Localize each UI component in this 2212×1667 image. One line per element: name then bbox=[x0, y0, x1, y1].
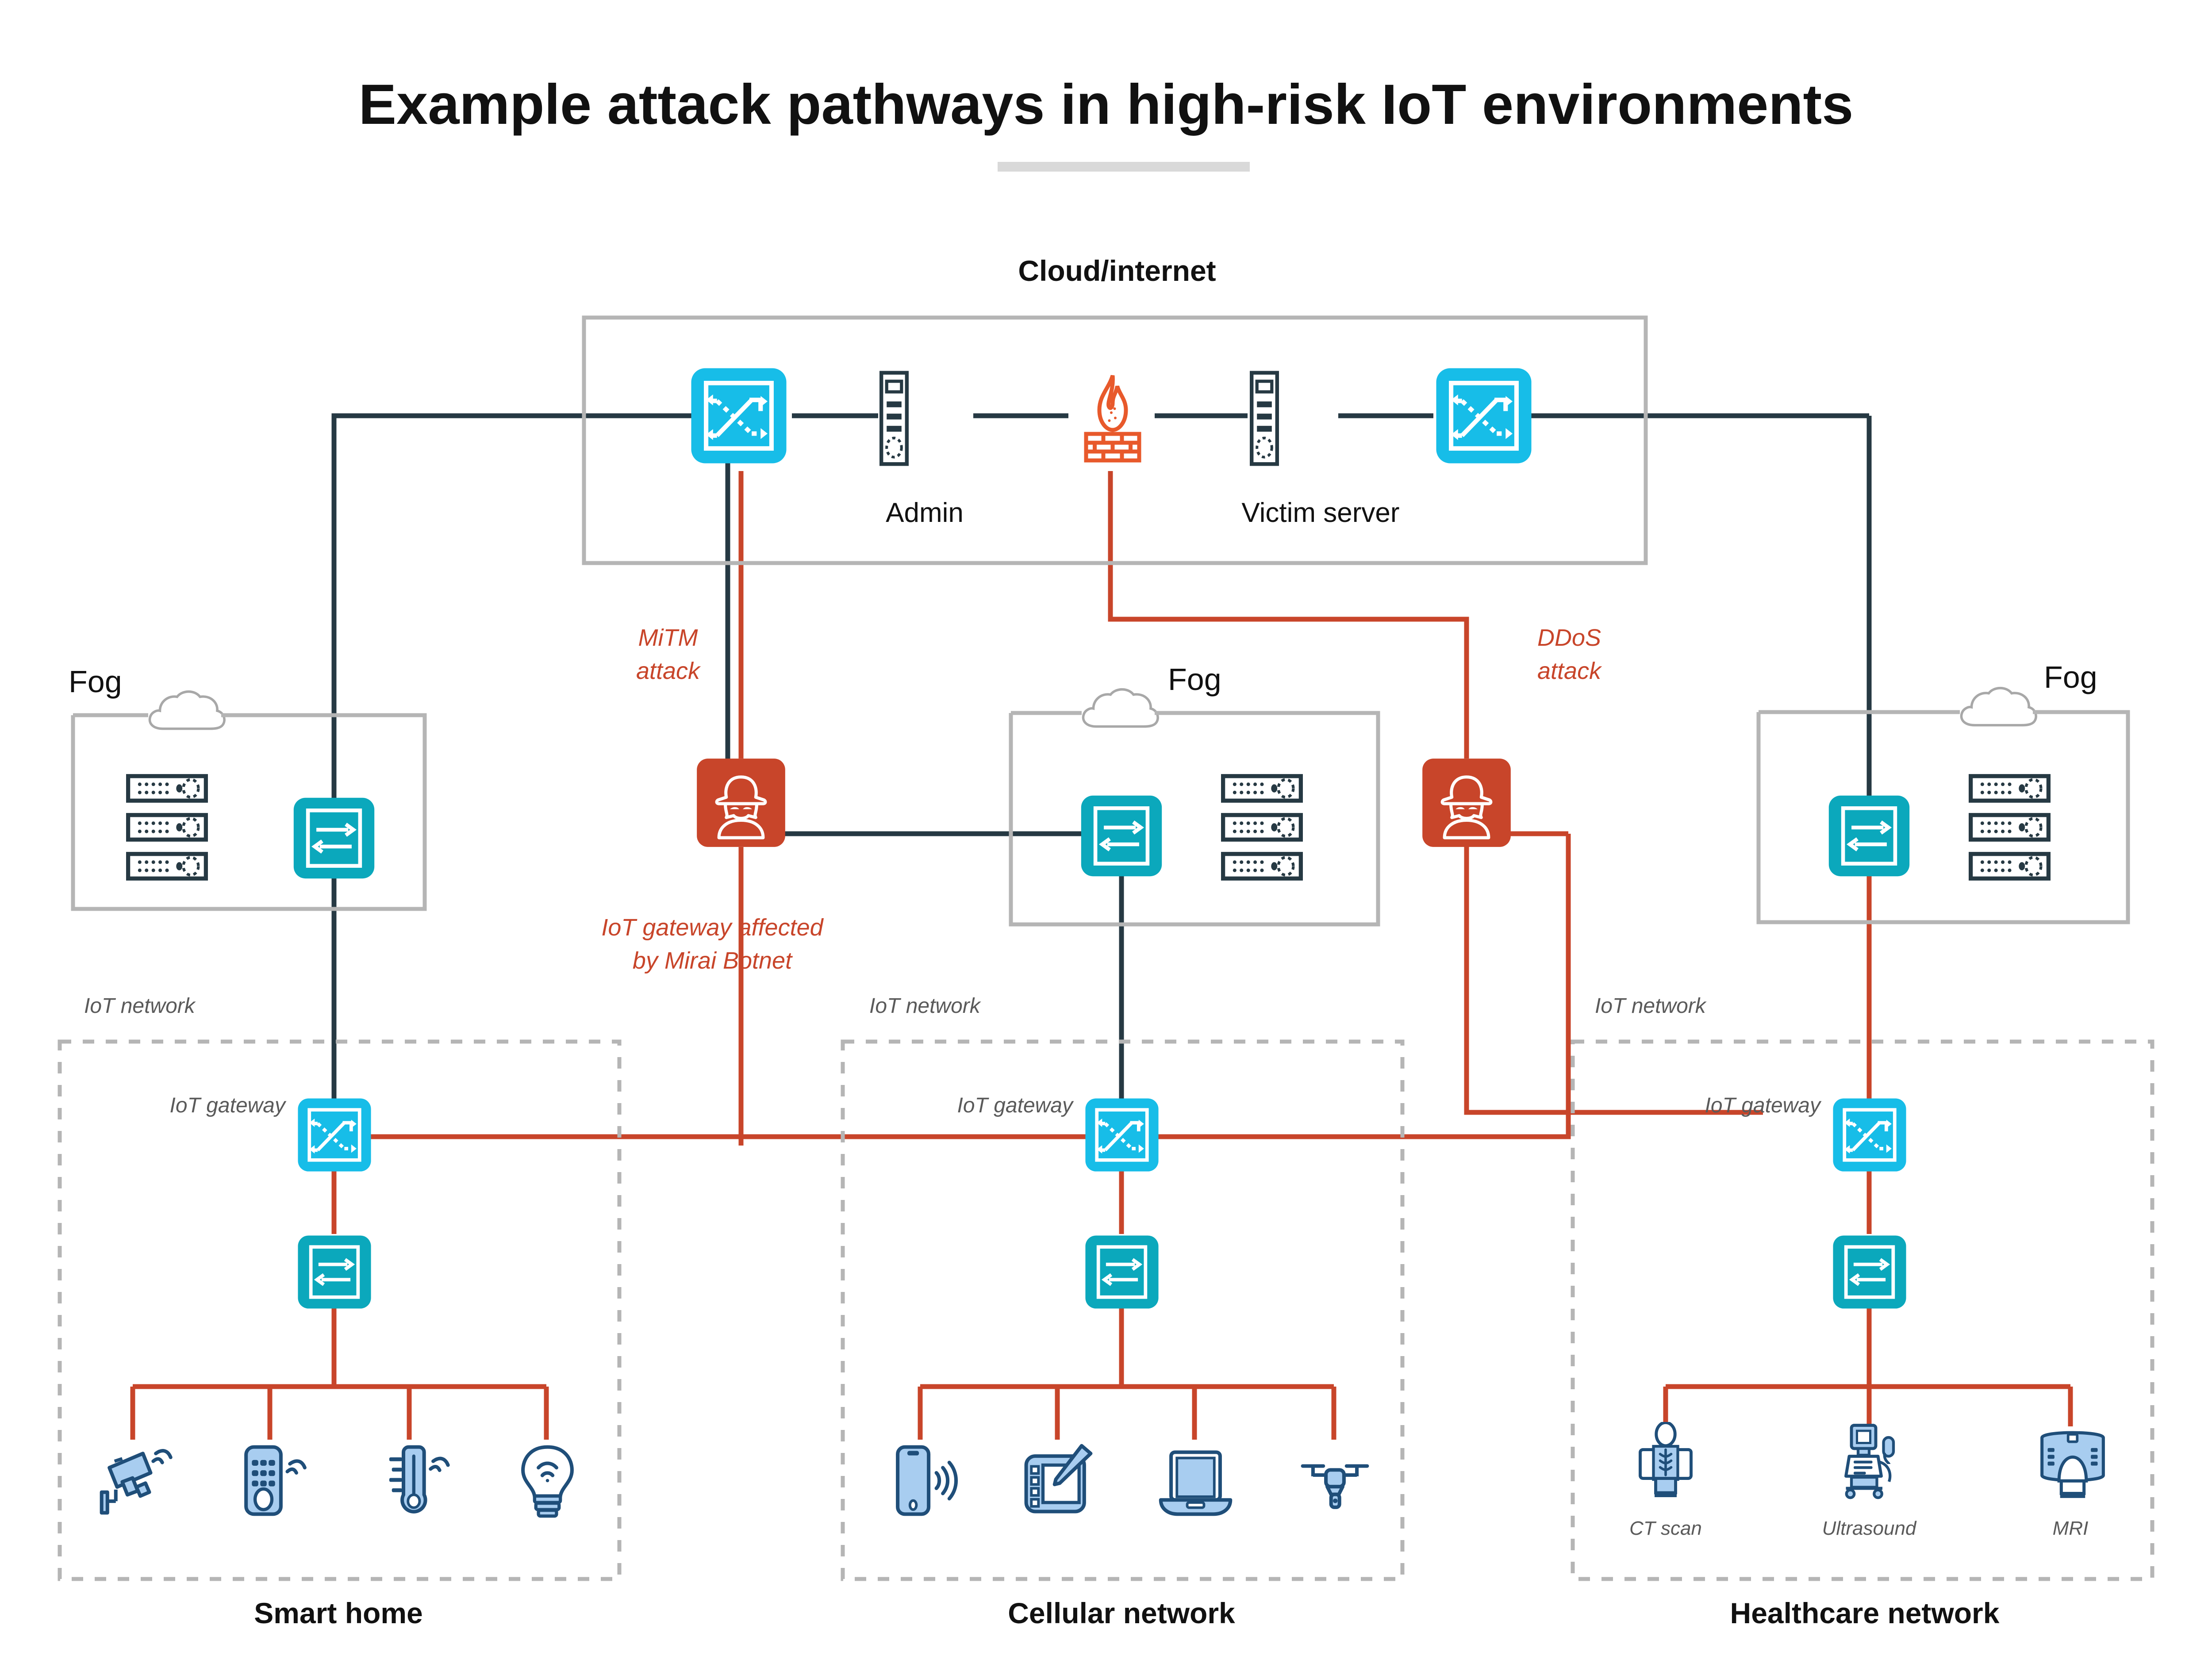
mirai-label-line2: by Mirai Botnet bbox=[633, 947, 793, 974]
fog-cloud-icon bbox=[1961, 688, 2036, 725]
mitm-label-line1: MiTM bbox=[638, 625, 698, 651]
healthcare-gateway-label: IoT gateway bbox=[1705, 1094, 1822, 1117]
smart-home-gateway-label: IoT gateway bbox=[170, 1094, 287, 1117]
cellular-device-laptop[interactable] bbox=[1161, 1452, 1231, 1514]
healthcare-iot-gateway[interactable] bbox=[1833, 1098, 1906, 1171]
cellular-switch[interactable] bbox=[1085, 1235, 1158, 1308]
title-divider bbox=[998, 162, 1250, 172]
smart-home-device-cctv-camera[interactable] bbox=[102, 1451, 171, 1513]
cellular-boundary-box bbox=[841, 1039, 1405, 1581]
network-healthcare: IoT network IoT gateway CT scan Ultrasou… bbox=[1571, 994, 2154, 1629]
fog-smart-home-label: Fog bbox=[69, 664, 122, 699]
smart-home-device-smart-bulb[interactable] bbox=[523, 1447, 572, 1516]
healthcare-device-mri[interactable] bbox=[2042, 1433, 2104, 1498]
attacker-mitm[interactable] bbox=[697, 759, 785, 847]
ddos-label-line2: attack bbox=[1537, 658, 1602, 684]
ddos-label-line1: DDoS bbox=[1537, 625, 1601, 651]
cloud-boundary-box bbox=[582, 315, 1648, 565]
fog-healthcare: Fog bbox=[1756, 660, 2130, 924]
attack-label-mitm: MiTM attack bbox=[636, 625, 701, 684]
cellular-device-drone[interactable] bbox=[1303, 1466, 1367, 1507]
mirai-label-line1: IoT gateway affected bbox=[601, 914, 824, 941]
cellular-iot-gateway[interactable] bbox=[1085, 1098, 1158, 1171]
attack-connection-lines bbox=[130, 471, 2073, 1440]
page-title: Example attack pathways in high-risk IoT… bbox=[359, 73, 1854, 136]
network-cellular: IoT network IoT gateway Cellular network bbox=[841, 994, 1405, 1629]
firewall-icon[interactable] bbox=[1086, 376, 1139, 460]
admin-server-label: Admin bbox=[886, 498, 964, 528]
cloud-router-left[interactable] bbox=[691, 368, 786, 463]
cloud-internet-section: Cloud/internet Admin Victim server bbox=[582, 254, 1648, 565]
victim-server[interactable] bbox=[1252, 373, 1277, 464]
admin-server[interactable] bbox=[881, 373, 907, 464]
fog-healthcare-box bbox=[1756, 710, 2130, 924]
fog-cellular-switch[interactable] bbox=[1081, 796, 1162, 876]
smart-home-device-thermostat[interactable] bbox=[389, 1447, 448, 1512]
cellular-network-label: IoT network bbox=[869, 994, 982, 1018]
healthcare-device-ultrasound[interactable] bbox=[1846, 1426, 1894, 1498]
healthcare-boundary-box bbox=[1571, 1039, 2154, 1581]
cellular-gateway-label: IoT gateway bbox=[957, 1094, 1074, 1117]
attacker-ddos[interactable] bbox=[1422, 759, 1511, 847]
attack-label-ddos: DDoS attack bbox=[1537, 625, 1602, 684]
smart-home-device-smart-remote[interactable] bbox=[246, 1447, 305, 1514]
smart-home-group-label: Smart home bbox=[254, 1597, 422, 1629]
cloud-section-heading: Cloud/internet bbox=[1018, 254, 1216, 287]
normal-connection-lines bbox=[331, 413, 1872, 1108]
victim-server-label: Victim server bbox=[1241, 498, 1399, 528]
fog-healthcare-racks bbox=[1971, 776, 2049, 879]
cellular-device-tablet[interactable] bbox=[1026, 1446, 1091, 1512]
fog-smart-home-switch[interactable] bbox=[294, 798, 374, 878]
smart-home-boundary-box bbox=[58, 1039, 622, 1581]
mri-label: MRI bbox=[2053, 1518, 2089, 1539]
fog-smart-home-box bbox=[71, 713, 427, 911]
fog-healthcare-switch[interactable] bbox=[1829, 796, 1909, 876]
fog-cellular: Fog bbox=[1009, 662, 1380, 927]
smart-home-iot-gateway[interactable] bbox=[298, 1098, 371, 1171]
ultrasound-label: Ultrasound bbox=[1822, 1518, 1917, 1539]
mitm-label-line2: attack bbox=[636, 658, 701, 684]
ct-scan-label: CT scan bbox=[1629, 1518, 1702, 1539]
fog-cellular-box bbox=[1009, 711, 1380, 927]
smart-home-network-label: IoT network bbox=[84, 994, 196, 1018]
healthcare-group-label: Healthcare network bbox=[1730, 1597, 2000, 1629]
cellular-device-smartphone[interactable] bbox=[898, 1447, 956, 1514]
cellular-group-label: Cellular network bbox=[1008, 1597, 1235, 1629]
healthcare-device-ct-scan[interactable] bbox=[1640, 1422, 1691, 1497]
cloud-router-right[interactable] bbox=[1436, 368, 1531, 463]
attack-label-mirai: IoT gateway affected by Mirai Botnet bbox=[601, 914, 824, 974]
smart-home-switch[interactable] bbox=[298, 1235, 371, 1308]
healthcare-switch[interactable] bbox=[1833, 1235, 1906, 1308]
healthcare-network-label: IoT network bbox=[1595, 994, 1707, 1018]
network-smart-home: IoT network IoT gateway Smart home bbox=[58, 994, 622, 1629]
fog-healthcare-label: Fog bbox=[2044, 660, 2097, 694]
fog-cloud-icon bbox=[1083, 690, 1158, 727]
fog-smart-home: Fog bbox=[69, 664, 427, 911]
fog-cellular-racks bbox=[1223, 776, 1301, 879]
fog-smart-home-racks bbox=[128, 776, 206, 879]
fog-cellular-label: Fog bbox=[1168, 662, 1221, 697]
fog-cloud-icon bbox=[150, 692, 224, 729]
